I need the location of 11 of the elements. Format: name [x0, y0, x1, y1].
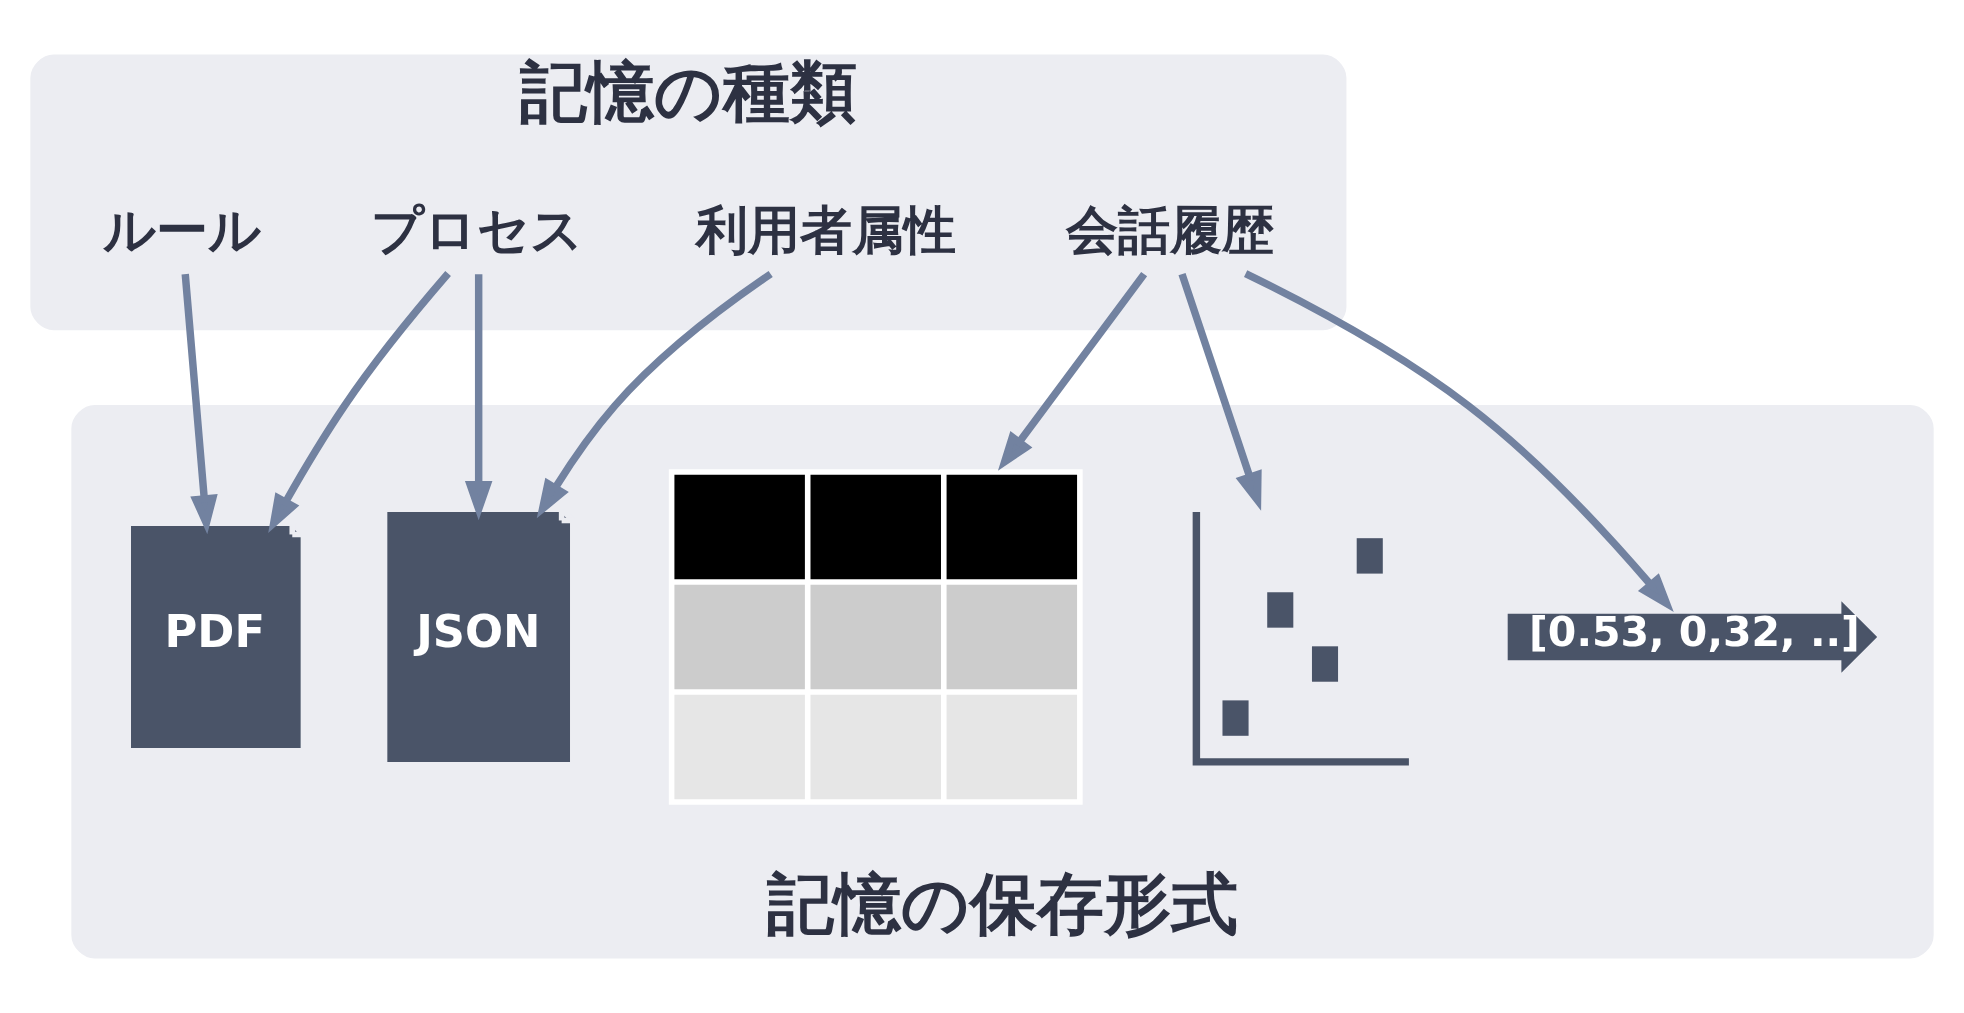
node-text: ルール: [103, 200, 262, 261]
arrow: [268, 271, 451, 534]
node-text: プロセス: [371, 200, 584, 261]
node-text: 会話履歴: [1065, 200, 1274, 261]
arrow: [464, 274, 493, 521]
arrow: [997, 271, 1148, 471]
arrow: [1244, 270, 1674, 612]
node-text: 利用者属性: [695, 200, 956, 261]
arrow: [1178, 272, 1262, 511]
arrow: [181, 273, 218, 535]
node-table: [668, 469, 1083, 805]
